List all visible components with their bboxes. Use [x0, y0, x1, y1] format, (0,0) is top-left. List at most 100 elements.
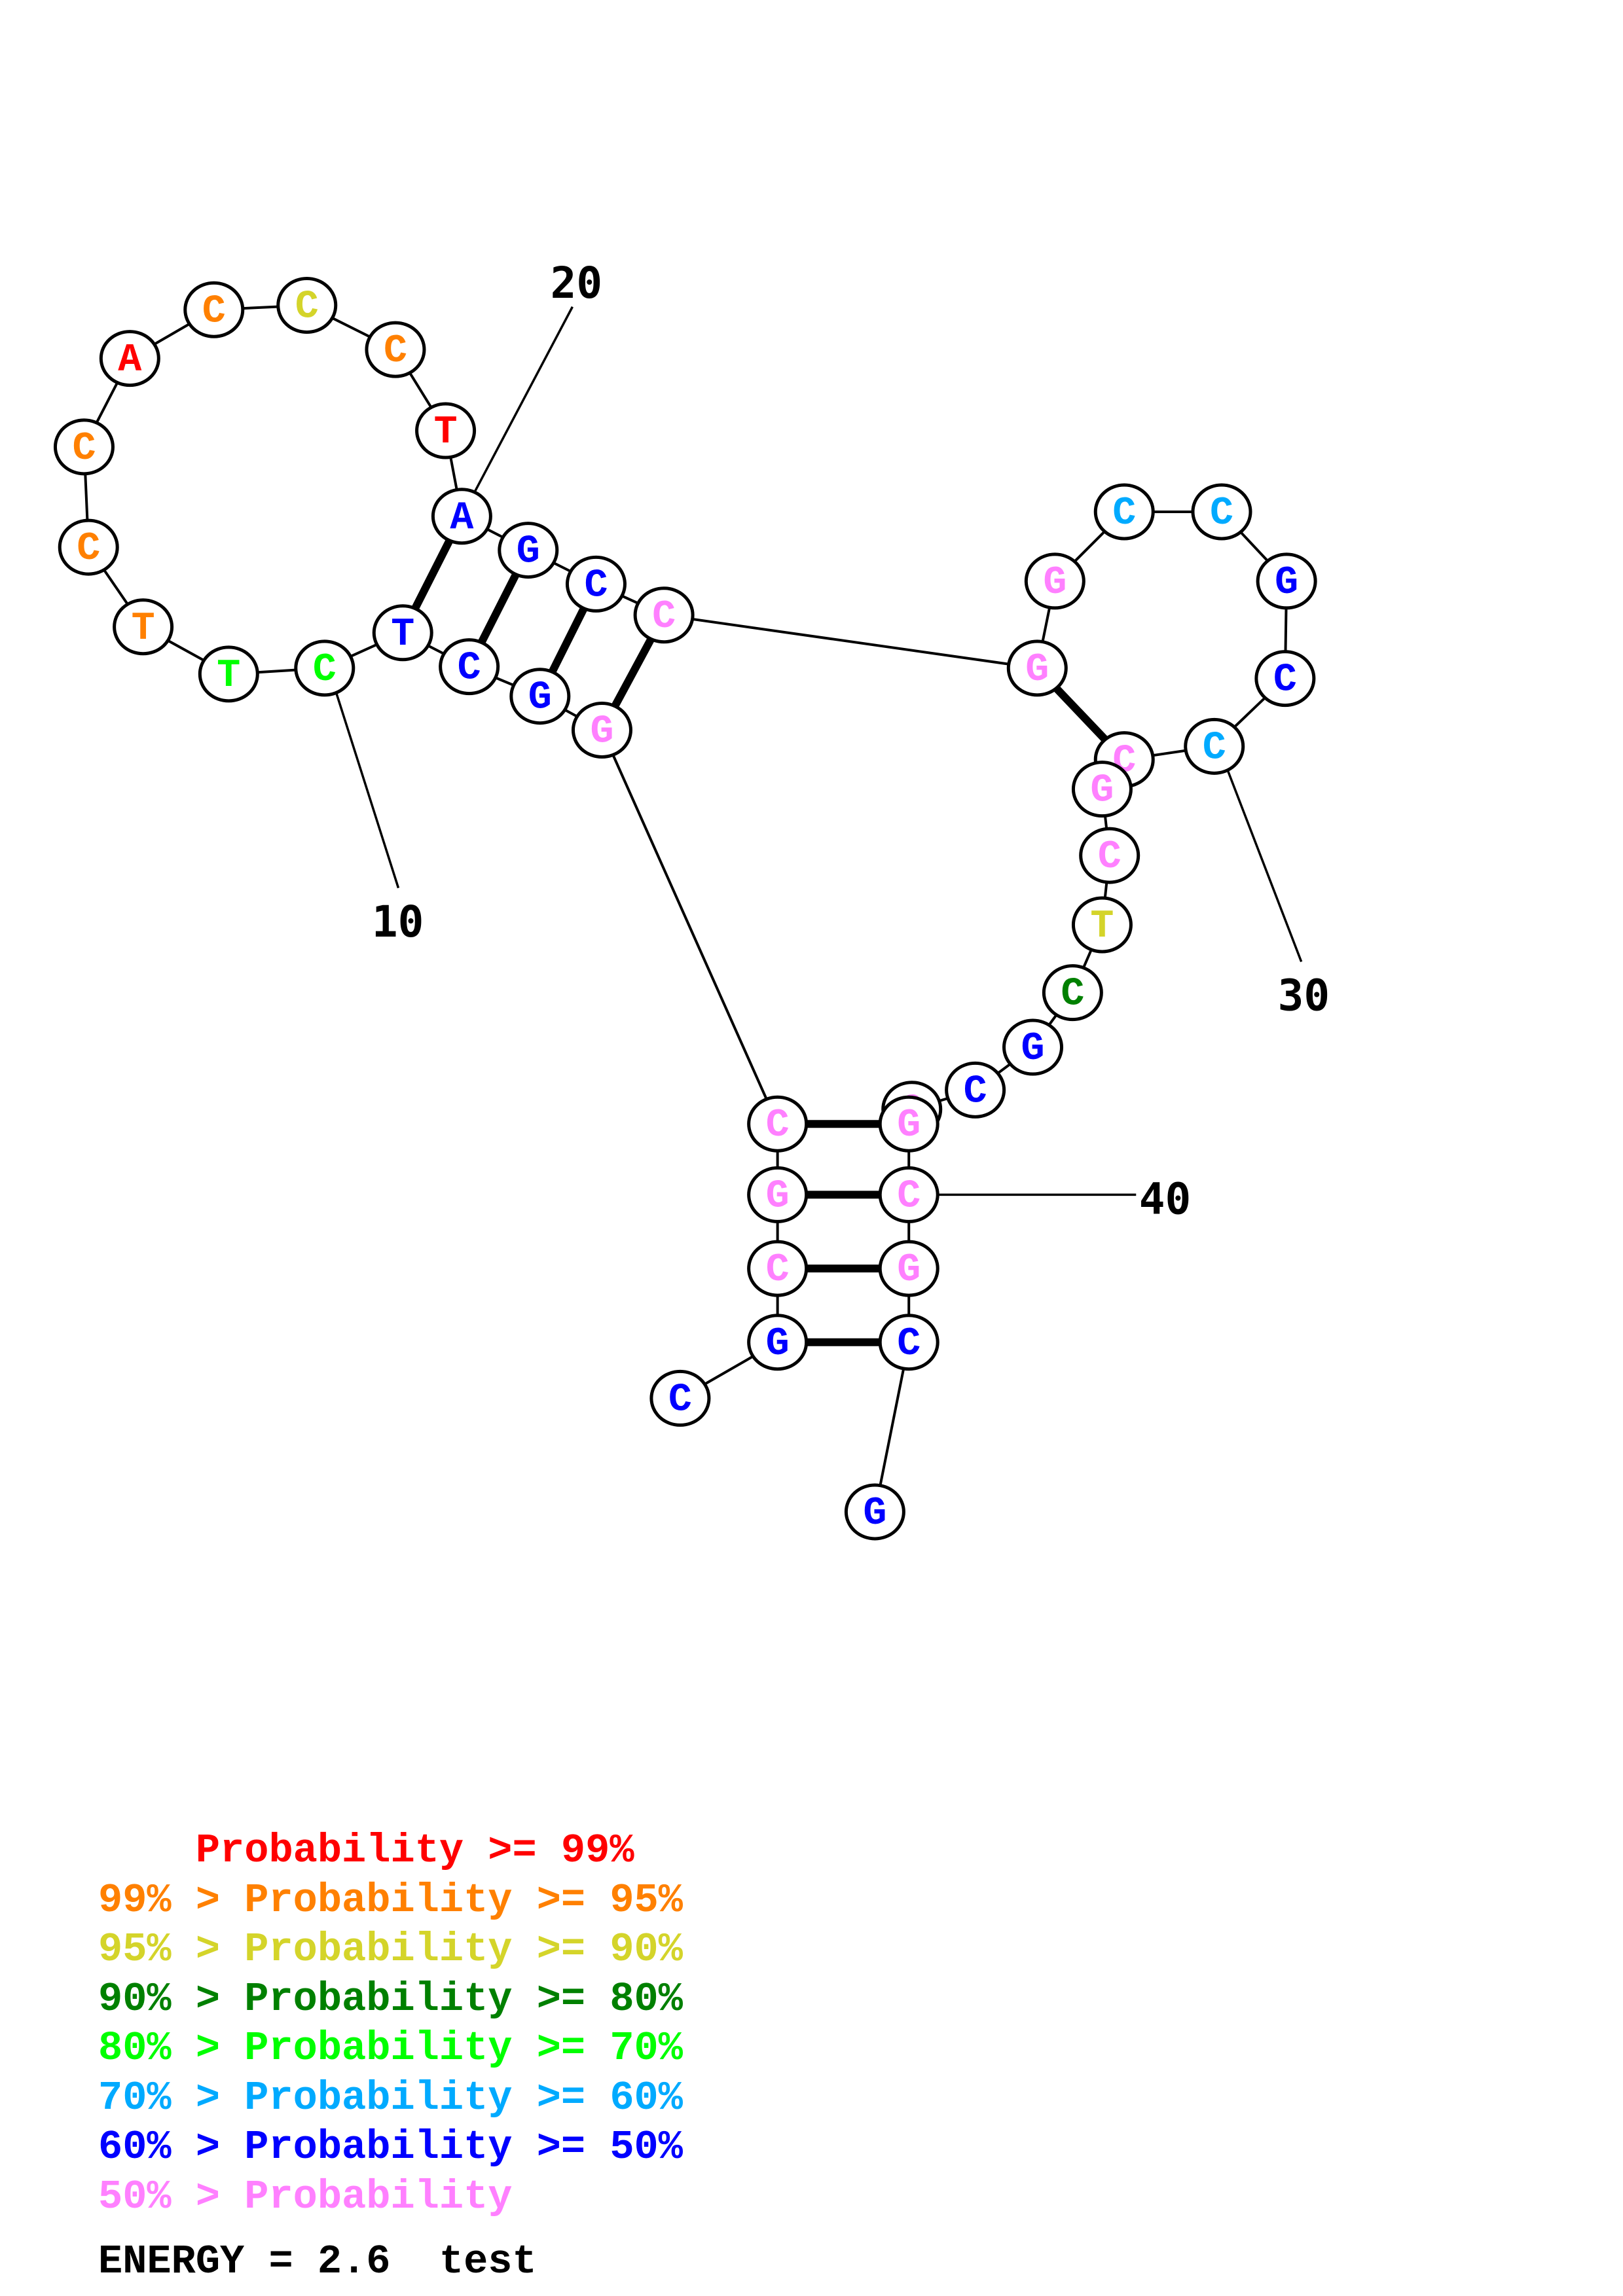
nucleotide-circle: [1093, 483, 1155, 541]
position-label-10: 10: [372, 897, 424, 947]
nucleotide-letter: C: [652, 595, 676, 639]
nucleotide-circle: [431, 488, 492, 545]
nucleotide-39: G: [878, 1095, 939, 1153]
nucleotide-letter: C: [1061, 973, 1084, 1017]
nucleotide-25: G: [1024, 552, 1085, 610]
nucleotide-2: G: [747, 1314, 809, 1371]
nucleotide-letter: G: [897, 1103, 921, 1148]
nucleotide-letter: G: [766, 1174, 790, 1219]
legend-row-p80: 90% > Probability >= 80%: [98, 1975, 683, 2022]
nucleotide-30: C: [1184, 717, 1245, 775]
nucleotide-41: G: [878, 1240, 939, 1297]
legend-row-p90: 95% > Probability >= 90%: [98, 1926, 683, 1973]
nucleotide-circle: [1042, 964, 1103, 1022]
legend-row-p60: 70% > Probability >= 60%: [98, 2074, 683, 2121]
nucleotide-3: C: [747, 1240, 809, 1297]
nucleotide-22: C: [565, 555, 627, 613]
nucleotide-5: C: [747, 1095, 809, 1153]
nucleotide-circle: [649, 1369, 711, 1427]
position-label-lines: [335, 306, 1303, 1196]
nucleotide-35: C: [1042, 964, 1103, 1022]
nucleotide-letter: C: [668, 1378, 692, 1422]
nucleotide-letter: C: [72, 427, 96, 471]
position-label-40: 40: [1139, 1174, 1191, 1225]
position-label-line-20: [474, 306, 574, 492]
nucleotide-circle: [509, 668, 571, 725]
nucleotide-34: T: [1071, 896, 1133, 954]
nucleotide-circle: [945, 1061, 1006, 1119]
nucleotide-letter: G: [590, 710, 613, 755]
probability-legend: Probability >= 99%99% > Probability >= 9…: [98, 1826, 683, 2221]
nucleotide-letter: C: [202, 289, 226, 334]
nucleotide-circle: [1191, 483, 1252, 541]
nucleotide-15: A: [99, 330, 160, 387]
nucleotide-13: C: [58, 518, 119, 576]
nucleotides: CGCGCGGCTCTTCCACCCTAGCCGGCCGCCCGCTCGCGGC…: [53, 276, 1317, 1541]
nucleotide-circle: [439, 638, 500, 696]
nucleotide-letter: G: [1090, 769, 1114, 814]
nucleotide-circle: [1071, 896, 1133, 954]
nucleotide-21: G: [498, 522, 559, 579]
nucleotide-28: G: [1256, 552, 1317, 610]
nucleotide-letter: C: [77, 527, 100, 571]
nucleotide-circle: [1071, 761, 1133, 818]
nucleotide-letter: C: [295, 285, 319, 329]
nucleotide-4: G: [747, 1166, 809, 1223]
nucleotide-32: G: [1071, 761, 1133, 818]
nucleotide-circle: [294, 639, 356, 697]
nucleotide-letter: C: [458, 647, 481, 691]
legend-row-plow: 50% > Probability: [98, 2173, 513, 2220]
nucleotide-circle: [1184, 717, 1245, 775]
nucleotide-circle: [878, 1314, 939, 1371]
position-label-line-30: [1226, 769, 1303, 962]
nucleotide-letter: G: [1043, 561, 1067, 605]
nucleotide-26: C: [1093, 483, 1155, 541]
backbone-segment: [873, 1342, 911, 1513]
legend-row-p99: Probability >= 99%: [98, 1827, 634, 1874]
nucleotide-40: C: [878, 1166, 939, 1223]
nucleotide-letter: C: [1098, 835, 1122, 880]
energy-label: ENERGY = 2.6 test: [98, 2238, 537, 2285]
nucleotide-circle: [183, 281, 245, 338]
nucleotide-letter: C: [584, 564, 608, 608]
nucleotide-circle: [747, 1314, 809, 1371]
position-label-line-10: [335, 692, 400, 889]
nucleotide-7: G: [509, 668, 571, 725]
nucleotide-circle: [1002, 1018, 1064, 1076]
nucleotide-36: G: [1002, 1018, 1064, 1076]
nucleotide-circle: [1024, 552, 1085, 610]
nucleotide-circle: [571, 702, 632, 759]
nucleotide-24: G: [1006, 639, 1068, 697]
nucleotide-letter: G: [897, 1248, 921, 1293]
nucleotide-1: C: [649, 1369, 711, 1427]
nucleotide-letter: C: [1210, 492, 1233, 536]
nucleotide-letter: G: [1275, 561, 1298, 605]
nucleotide-19: T: [415, 402, 477, 459]
nucleotide-14: C: [53, 418, 115, 476]
nucleotide-circle: [113, 598, 174, 656]
nucleotide-circle: [844, 1483, 905, 1541]
nucleotide-letter: C: [897, 1174, 921, 1219]
nucleotide-letter: C: [1273, 658, 1297, 703]
nucleotide-18: C: [365, 321, 426, 378]
nucleotide-circle: [53, 418, 115, 476]
nucleotide-letter: G: [1025, 648, 1049, 692]
nucleotide-circle: [878, 1095, 939, 1153]
nucleotide-circle: [372, 604, 433, 662]
legend-row-p70: 80% > Probability >= 70%: [98, 2025, 683, 2072]
nucleotide-circle: [1254, 650, 1316, 708]
nucleotide-letter: C: [766, 1248, 790, 1293]
nucleotide-letter: T: [217, 654, 240, 698]
nucleotide-letter: C: [897, 1322, 921, 1367]
nucleotide-letter: T: [1090, 905, 1114, 949]
nucleotide-letter: C: [1112, 492, 1136, 536]
nucleotide-letter: G: [528, 676, 552, 721]
nucleotide-6: G: [571, 702, 632, 759]
nucleotide-9: T: [372, 604, 433, 662]
legend-row-p95: 99% > Probability >= 95%: [98, 1876, 683, 1924]
nucleotide-letter: T: [434, 410, 458, 455]
nucleotide-circle: [565, 555, 627, 613]
nucleotide-20: A: [431, 488, 492, 545]
position-label-20: 20: [551, 258, 602, 308]
